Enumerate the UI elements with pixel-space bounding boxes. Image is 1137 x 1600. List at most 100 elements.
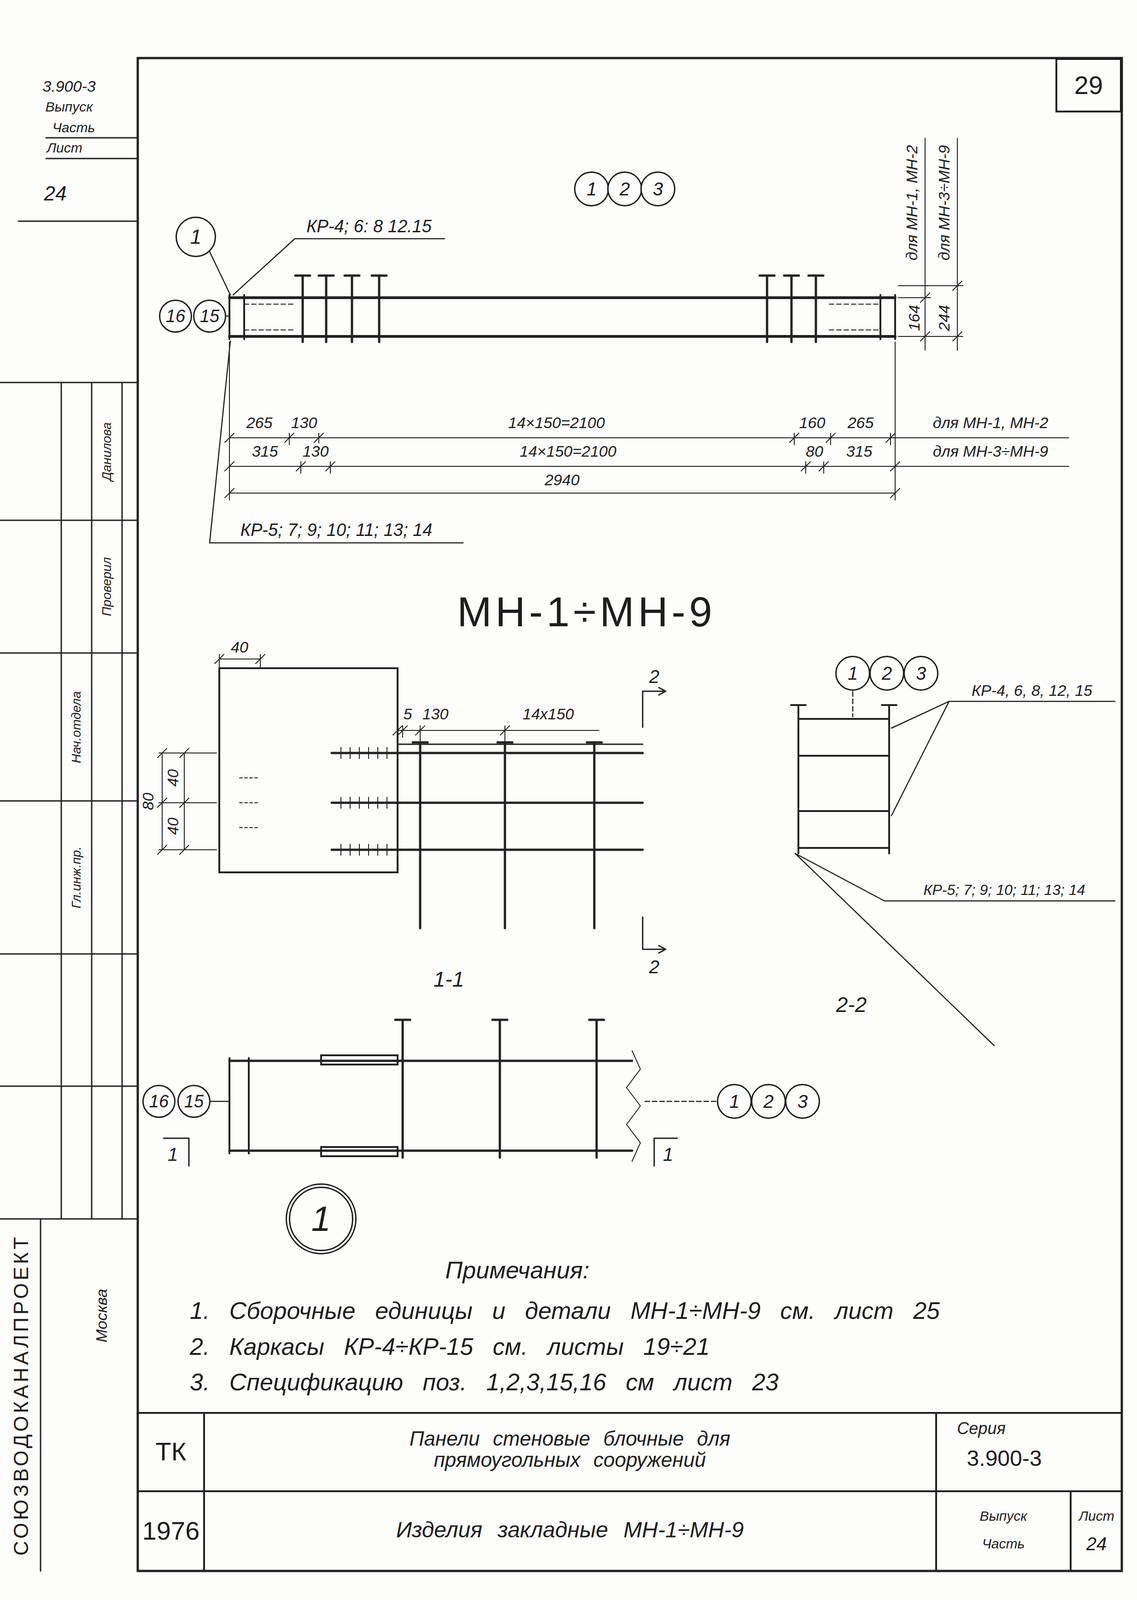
callout-text: 2 xyxy=(619,179,630,199)
callout-number: 1 xyxy=(574,171,610,207)
dimension-text: 130 xyxy=(301,443,331,460)
stud-threads xyxy=(340,747,387,856)
sheet-frame xyxy=(137,58,1122,1571)
dimension-text: 130 xyxy=(289,414,319,432)
callout-text: 1 xyxy=(847,663,858,683)
dimension-text: 2940 xyxy=(543,471,581,489)
title-block-text: 3.900-3 xyxy=(965,1446,1044,1470)
title-block-text: Изделия закладные МН-1÷МН-9 xyxy=(394,1517,746,1542)
callout-text: 2 xyxy=(881,663,892,683)
sheet-number-box: 29 xyxy=(1055,58,1122,113)
dimension-text: 40 xyxy=(164,815,182,837)
callout-number: 2 xyxy=(869,655,905,691)
title-block-text: Лист xyxy=(1077,1508,1116,1524)
signature-text: Гл.инж.пр. xyxy=(69,844,83,910)
callout-text: 16 xyxy=(149,1092,169,1110)
stamp-text: Часть xyxy=(51,120,97,135)
dimension-text: для МН-3÷МН-9 xyxy=(936,143,953,262)
note-text: 1. Сборочные единицы и детали МН-1÷МН-9 … xyxy=(188,1297,942,1324)
callout-number: 3 xyxy=(903,655,939,691)
dimension-text: 315 xyxy=(844,443,874,460)
section-mark: 1 xyxy=(661,1144,675,1164)
callout-text: 3 xyxy=(915,663,927,683)
callout-number: 16 xyxy=(158,299,193,333)
top-view-rails xyxy=(229,297,896,337)
section-title: 1-1 xyxy=(432,967,466,991)
callout-text: 29 xyxy=(1074,72,1103,99)
stamp-strip-grid xyxy=(0,137,138,1571)
notes-heading: Примечания: xyxy=(444,1257,592,1283)
stamp-text: 24 xyxy=(42,182,69,205)
top-view-frame-inner xyxy=(244,304,881,330)
dimension-text: для МН-1, МН-2 xyxy=(903,143,921,263)
dimension-text: 40 xyxy=(164,767,182,788)
section-frame xyxy=(791,704,897,854)
signature-text: Проверил xyxy=(99,555,114,618)
callout-number: 3 xyxy=(785,1083,821,1119)
title-block-text: Серия xyxy=(955,1419,1007,1437)
side-leader-dashed xyxy=(644,1100,717,1102)
detail-bars xyxy=(331,742,643,928)
section-leader-dashed xyxy=(852,691,854,717)
drawing-lines xyxy=(0,58,1122,1571)
note-text: 2. Каркасы КР-4÷КР-15 см. листы 19÷21 xyxy=(188,1333,712,1360)
frame-callout: КР-5; 7; 9; 10; 11; 13; 14 xyxy=(239,521,434,540)
dimension-text: 14×150=2100 xyxy=(506,414,607,432)
cut-marks xyxy=(163,1137,678,1166)
dimension-text: 14×150=2100 xyxy=(518,443,618,460)
signature-text: Нач.отдела xyxy=(69,689,83,765)
callout-number: 2 xyxy=(607,171,643,207)
side-leader xyxy=(210,1100,230,1102)
callout-text: 1 xyxy=(586,179,597,199)
callout-text: 1 xyxy=(311,1201,331,1237)
top-view-end-frames xyxy=(229,294,896,340)
side-view-rails xyxy=(229,1060,633,1151)
frame-callout: КР-4, 6, 8, 12, 15 xyxy=(970,682,1094,699)
callout-number: 1 xyxy=(175,216,217,258)
callout-number: 16 xyxy=(142,1084,176,1118)
section-mark: 2 xyxy=(647,666,661,686)
section-cut-marks xyxy=(642,687,666,953)
callout-text: 15 xyxy=(184,1092,204,1110)
callout-text: 2 xyxy=(763,1091,774,1111)
dimension-text: 265 xyxy=(846,414,876,432)
dimension-text: 315 xyxy=(250,443,280,460)
callout-text: 16 xyxy=(165,307,186,325)
detail-dimensions xyxy=(157,654,599,855)
section-leaders xyxy=(795,701,1115,1046)
dimension-text: 244 xyxy=(936,303,953,333)
callout-number: 1 xyxy=(835,655,871,691)
callout-text: 15 xyxy=(199,307,220,325)
frame-callout: КР-5; 7; 9; 10; 11; 13; 14 xyxy=(922,882,1087,898)
dimension-lines-vertical xyxy=(898,138,963,351)
callout-text: 3 xyxy=(652,179,663,199)
title-block-text: 24 xyxy=(1084,1533,1109,1554)
callout-text: 1 xyxy=(729,1091,740,1111)
leader-lines xyxy=(209,238,464,543)
stamp-text: Выпуск xyxy=(44,99,95,115)
dimension-text: 160 xyxy=(797,414,827,432)
stamp-text: 3.900-3 xyxy=(41,78,97,95)
callout-text: 3 xyxy=(797,1091,808,1111)
section-mark: 1 xyxy=(166,1144,180,1164)
dimension-text: 130 xyxy=(421,705,451,723)
dimension-lines xyxy=(224,341,1069,500)
organization-name: СОЮЗВОДОКАНАЛПРОЕКТ xyxy=(10,1232,32,1557)
title-block-text: ТК xyxy=(154,1437,188,1466)
note-text: 3. Спецификацию поз. 1,2,3,15,16 см лист… xyxy=(188,1369,780,1395)
stud-hidden-lines xyxy=(239,777,258,828)
dimension-text: 40 xyxy=(229,638,250,656)
stamp-text: Лист xyxy=(45,140,84,156)
callout-number: 15 xyxy=(193,299,227,333)
dimension-text: для МН-3÷МН-9 xyxy=(931,443,1050,460)
title-block-grid xyxy=(137,1412,1122,1571)
callout-text: 1 xyxy=(190,226,202,247)
break-line xyxy=(626,1050,641,1161)
title-block-text: Панели стеновые блочные для прямоугольны… xyxy=(388,1427,751,1471)
signature-text: Данилова xyxy=(99,420,114,482)
title-block-text: Часть xyxy=(980,1535,1027,1551)
callout-number: 2 xyxy=(750,1083,786,1119)
city-name: Москва xyxy=(93,1287,111,1344)
